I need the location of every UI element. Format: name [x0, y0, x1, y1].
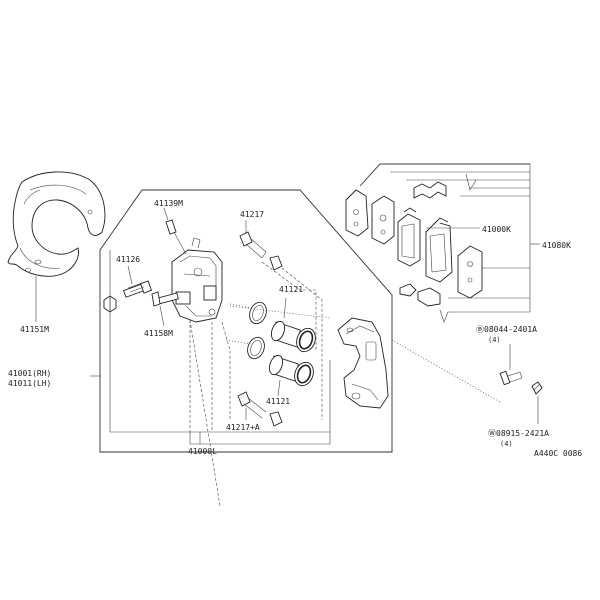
anti-rattle-clip-lower[interactable]: [399, 283, 441, 307]
brake-pad-outer[interactable]: [397, 207, 421, 267]
label-41139m: 41139M: [154, 199, 183, 208]
caliper-body[interactable]: [171, 237, 223, 323]
caliper-bracket[interactable]: [337, 317, 389, 409]
piston-upper[interactable]: [269, 320, 319, 355]
dust-shield[interactable]: [7, 171, 106, 277]
label-41121-bottom: 41121: [266, 397, 290, 406]
label-41151m: 41151M: [20, 325, 49, 334]
piston-seal-lower-left[interactable]: [245, 335, 268, 361]
label-41011lh: 41011(LH): [8, 379, 51, 388]
label-41217: 41217: [240, 210, 264, 219]
outer-shim[interactable]: [345, 189, 369, 237]
label-41000k: 41000K: [482, 225, 511, 234]
label-41126: 41126: [116, 255, 140, 264]
inner-shim[interactable]: [457, 245, 483, 299]
pin-bolt[interactable]: [123, 280, 153, 298]
label-41121-top: 41121: [279, 285, 303, 294]
label-41000l: 41000L: [188, 447, 217, 456]
pad-wear-indicator[interactable]: [439, 309, 449, 323]
outer-pad-backing[interactable]: [371, 195, 395, 245]
label-bolt-code: Ⓑ08044-2401A: [476, 325, 537, 334]
label-41217a: 41217+A: [226, 423, 260, 432]
brake-pad-inner[interactable]: [425, 217, 453, 283]
piston-lower[interactable]: [267, 354, 317, 389]
guide-pin[interactable]: [151, 291, 179, 307]
diagram-reference-id: A440C 0086: [534, 449, 582, 458]
label-41158m: 41158M: [144, 329, 173, 338]
bleeder-screw[interactable]: [165, 219, 187, 255]
bracket-bolt[interactable]: [499, 370, 523, 386]
lock-washer[interactable]: [531, 381, 543, 395]
mounting-bolt-upper[interactable]: [239, 231, 283, 271]
shim-top-right[interactable]: [465, 173, 477, 191]
label-41001rh: 41001(RH): [8, 369, 51, 378]
label-41080k: 41080K: [542, 241, 571, 250]
caliper-assembly-frame: [99, 189, 393, 453]
mounting-bolt-lower[interactable]: [237, 391, 283, 427]
label-washer-qty: (4): [500, 440, 513, 448]
label-bolt-qty: (4): [488, 336, 501, 344]
piston-seal-upper-left[interactable]: [247, 300, 270, 326]
anti-rattle-clip-upper[interactable]: [413, 181, 447, 199]
pad-kit-frame: [359, 163, 530, 187]
label-washer-code: Ⓦ08915-2421A: [488, 429, 549, 438]
